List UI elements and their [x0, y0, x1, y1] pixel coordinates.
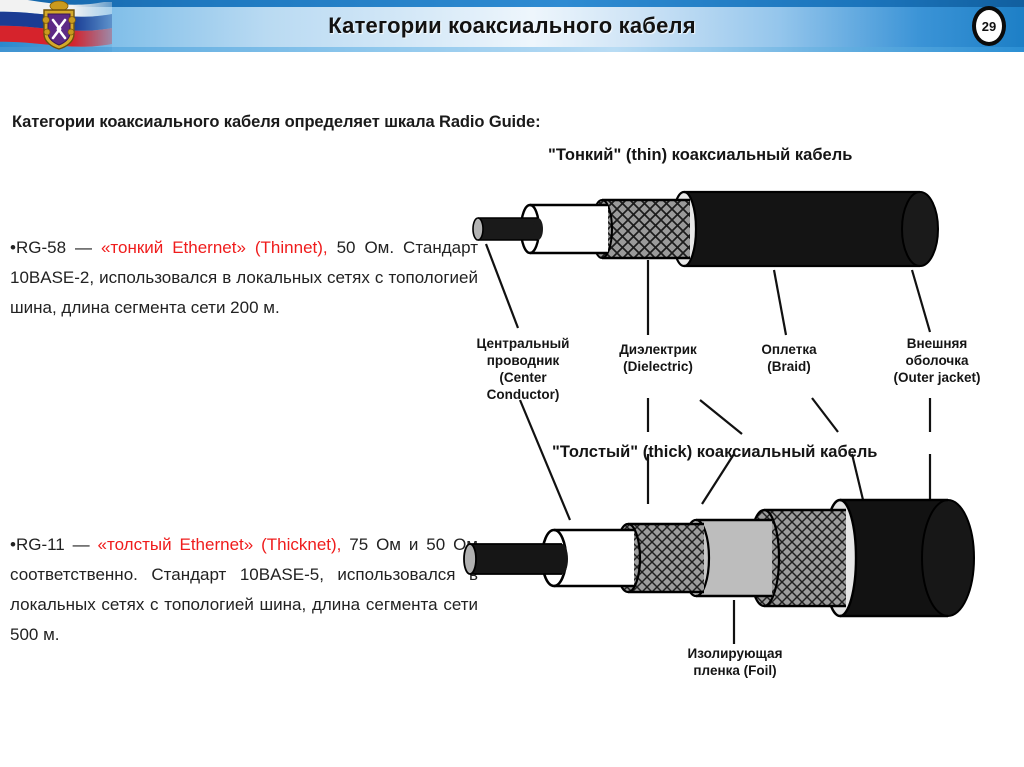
page-number-text: 29 — [981, 18, 997, 34]
header-bottom-band — [0, 47, 1024, 52]
label-foil: Изолирующая пленка (Foil) — [645, 645, 825, 679]
label-braid-line1: Оплетка — [761, 342, 817, 357]
bullet-rest-rg58: 50 Ом. Стандарт 10BASE-2, использовался … — [10, 238, 478, 317]
label-foil-line2: пленка (Foil) — [693, 663, 777, 678]
thick-cable-title: "Толстый" (thick) коаксиальный кабель — [552, 443, 878, 461]
thick-cable-drawing — [463, 498, 975, 644]
label-center-conductor-line1: Центральный — [476, 336, 570, 351]
bullet-code-rg58: RG-58 — — [15, 238, 101, 257]
label-outer-jacket-line2: оболочка — [905, 353, 969, 368]
bullet-highlight-rg58: «тонкий Ethernet» (Thinnet), — [100, 238, 328, 257]
thin-cable-drawing — [472, 190, 939, 336]
page-title: Категории коаксиального кабеля — [328, 13, 696, 38]
thick-cable-leader-lines — [518, 397, 932, 521]
label-outer-jacket-line3: (Outer jacket) — [893, 370, 981, 385]
thin-cable-title: "Тонкий" (thin) коаксиальный кабель — [548, 146, 853, 164]
slide-header: Категории коаксиального кабеля 29 — [0, 0, 1024, 52]
header-top-band — [0, 0, 1024, 7]
intro-text: Категории коаксиального кабеля определяе… — [12, 113, 541, 131]
bullet-rg58: •RG-58 — «тонкий Ethernet» (Thinnet), 50… — [10, 233, 478, 323]
page-number-badge: 29 — [972, 6, 1006, 46]
label-dielectric: Диэлектрик (Dielectric) — [599, 341, 717, 375]
bullet-rg11: •RG-11 — «толстый Ethernet» (Thicknet), … — [10, 530, 478, 650]
label-outer-jacket: Внешняя оболочка (Outer jacket) — [857, 335, 1017, 386]
label-center-conductor: Центральный проводник (Center Conductor) — [460, 335, 586, 403]
coaxial-cable-diagram: "Тонкий" (thin) коаксиальный кабель "Тол… — [452, 132, 1024, 702]
label-braid: Оплетка (Braid) — [734, 341, 844, 375]
label-center-conductor-line2: проводник — [486, 353, 560, 368]
bullet-marker-rg11: • — [10, 535, 16, 554]
bullet-marker-rg58: • — [10, 238, 16, 257]
bullet-rest-rg11: 75 Ом и 50 Ом соответственно. Стандарт 1… — [10, 535, 478, 644]
label-outer-jacket-line1: Внешняя — [906, 336, 968, 351]
bullet-code-rg11: RG-11 — — [15, 535, 98, 554]
russian-flag-coat-of-arms-icon — [0, 0, 132, 52]
label-foil-line1: Изолирующая — [687, 646, 783, 661]
label-dielectric-line2: (Dielectric) — [623, 359, 693, 374]
bullet-highlight-rg11: «толстый Ethernet» (Thicknet), — [97, 535, 342, 554]
label-dielectric-line1: Диэлектрик — [619, 342, 697, 357]
label-center-conductor-line3: (Center — [499, 370, 547, 385]
cable-illustration — [463, 190, 975, 644]
label-center-conductor-line4: Conductor) — [486, 387, 560, 402]
label-braid-line2: (Braid) — [767, 359, 811, 374]
